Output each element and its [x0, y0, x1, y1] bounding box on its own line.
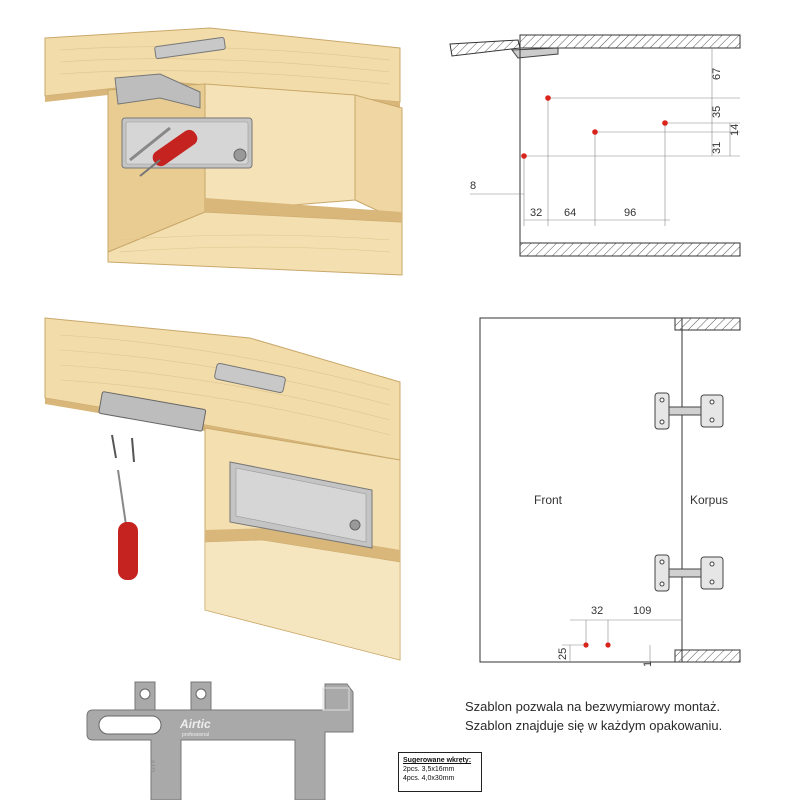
drill-point: [662, 120, 668, 126]
top-panel-hatched: [519, 34, 741, 49]
dim-label: 25: [557, 648, 569, 660]
screws: [111, 434, 135, 463]
dim-label: 109: [633, 605, 651, 617]
screws-line-1: 2pcs. 3,5x16mm: [403, 766, 455, 773]
drill-point: [583, 642, 589, 648]
dim-label: 32: [530, 207, 542, 219]
front-label: Front: [534, 493, 563, 507]
drill-points: [521, 95, 668, 159]
drill-point: [521, 153, 527, 159]
cabinet-bottom-svg: [44, 317, 401, 661]
hinge: [214, 362, 286, 394]
template-logo-sub: professional: [182, 732, 209, 738]
screws-line-2: 4pcs. 4,0x30mm: [403, 775, 455, 782]
template-body: [86, 683, 354, 800]
dim-label: 96: [624, 207, 636, 219]
template-slot: [98, 715, 162, 735]
extension-lines: [470, 48, 740, 226]
korpus-bottom-hatched: [674, 649, 741, 663]
screwdriver: [139, 129, 198, 177]
drill-points: [583, 642, 611, 648]
extension-lines: [562, 619, 682, 662]
cabinet-top-svg: [44, 27, 403, 276]
korpus-top-hatched: [674, 317, 741, 331]
wood-grain: [59, 334, 391, 436]
dim-label: 14: [729, 124, 741, 136]
lift-mechanism: [229, 461, 373, 549]
caption-line-2: Szablon znajduje się w każdym opakowaniu…: [465, 718, 723, 733]
lid-panel-hatched: [449, 39, 521, 57]
screws-info-box: Sugerowane wkręty: 2pcs. 3,5x16mm 4pcs. …: [398, 752, 482, 792]
drilling-diagram-bottom-svg: Front Korpus 32 109 25 1: [479, 317, 741, 667]
screwdriver-handle: [118, 522, 138, 580]
mounting-template: Airtic professional GTV: [85, 672, 365, 800]
drilling-diagram-top-svg: 67 35 14 31 8 32 64 96: [449, 34, 741, 257]
template-on-panel: [98, 391, 207, 432]
drilling-diagram-bottom: Front Korpus 32 109 25 1: [470, 310, 745, 670]
screwdriver: [117, 469, 138, 580]
caption: Szablon pozwala na bezwymiarowy montaż. …: [465, 697, 722, 735]
cabinet-illustration-top: [0, 0, 420, 290]
drill-point: [605, 642, 611, 648]
template-logo: Airtic: [179, 717, 211, 731]
inner-shelf-edge: [205, 528, 400, 562]
cabinet-illustration-bottom: [0, 310, 420, 670]
drilling-diagram-top: 67 35 14 31 8 32 64 96: [440, 20, 745, 270]
hinge-top: [654, 392, 724, 430]
template-mark: GTV: [151, 760, 157, 772]
template-hole: [139, 688, 151, 700]
caption-line-1: Szablon pozwala na bezwymiarowy montaż.: [465, 699, 721, 714]
screws-title: Sugerowane wkręty:: [403, 757, 472, 764]
template-hole: [195, 688, 207, 700]
inner-shelf: [204, 539, 401, 661]
cabinet-right-wall: [354, 94, 403, 223]
mounting-template-svg: Airtic professional GTV: [86, 681, 354, 800]
drill-point: [545, 95, 551, 101]
dim-label: 64: [564, 207, 576, 219]
front-outline: [479, 317, 683, 663]
template-arrow-mark: [322, 687, 350, 711]
dim-label: 32: [591, 605, 603, 617]
dim-label: 35: [711, 106, 723, 118]
dim-label: 31: [711, 142, 723, 154]
shelf-edge: [205, 198, 402, 222]
dim-label: 8: [470, 180, 476, 192]
korpus-label: Korpus: [690, 493, 728, 507]
dim-label: 1: [642, 661, 654, 667]
hinge-bottom: [654, 554, 724, 592]
hinge-symbol: [511, 47, 559, 59]
drill-point: [592, 129, 598, 135]
dim-label: 67: [711, 68, 723, 80]
bottom-panel-hatched: [519, 242, 741, 257]
